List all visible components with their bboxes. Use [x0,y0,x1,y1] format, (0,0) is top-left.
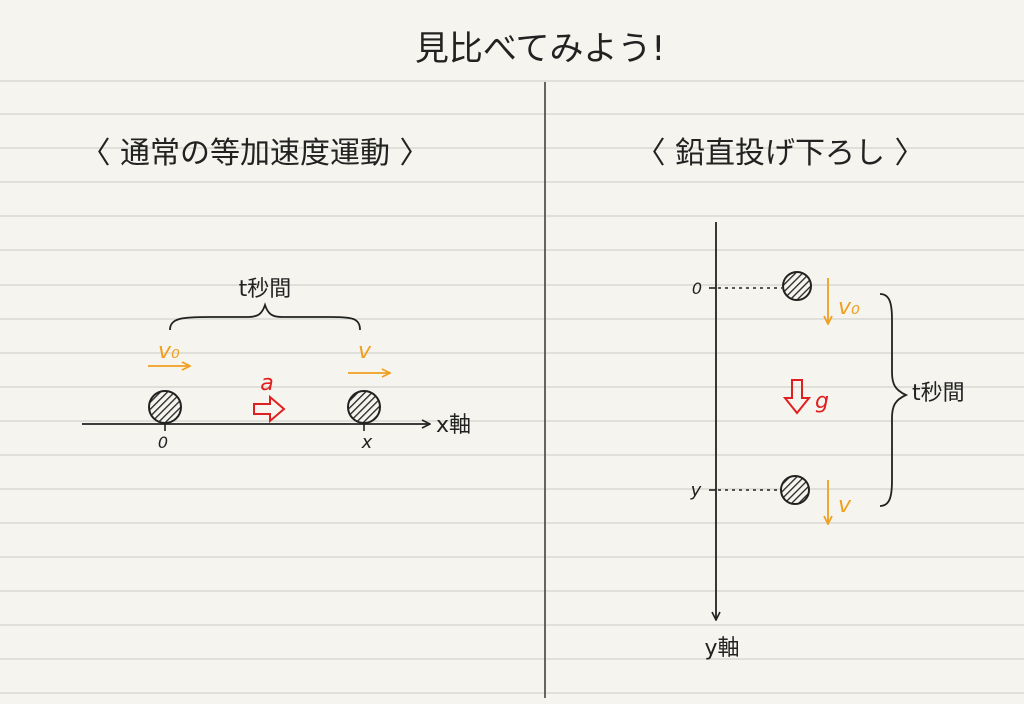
ball-top [782,271,812,301]
right-duration-label: t秒間 [912,381,965,406]
ruled-lines [0,80,1024,694]
x-axis-label: x軸 [436,413,471,438]
tick-top-label: 0 [692,279,702,298]
tick-bottom-label: y [690,480,702,501]
v-down-label: v [838,493,852,518]
v-label: v [358,339,372,364]
duration-brace-vertical [879,293,909,507]
gravity-arrow [782,379,812,415]
ball-bottom [780,475,810,505]
left-heading: 〈 通常の等加速度運動 〉 [80,136,429,171]
left-panel: 〈 通常の等加速度運動 〉 t秒間 v₀ v a x軸 0 x [80,136,471,453]
ball-end [347,390,381,424]
right-heading: 〈 鉛直投げ下ろし 〉 [635,136,924,171]
acceleration-arrow [253,394,286,424]
y-axis-label: y軸 [704,636,739,661]
v0-down-label: v₀ [838,295,860,320]
page-title: 見比べてみよう! [415,29,665,69]
v0-label: v₀ [158,339,180,364]
tick-end-label: x [361,432,373,453]
g-label: g [815,389,829,414]
duration-brace [169,302,361,331]
tick-start-label: 0 [158,433,168,452]
left-duration-label: t秒間 [239,277,292,302]
right-panel: 〈 鉛直投げ下ろし 〉 y軸 0 y v₀ v g t秒間 [635,136,964,661]
a-label: a [260,371,273,396]
ball-start [148,390,182,424]
